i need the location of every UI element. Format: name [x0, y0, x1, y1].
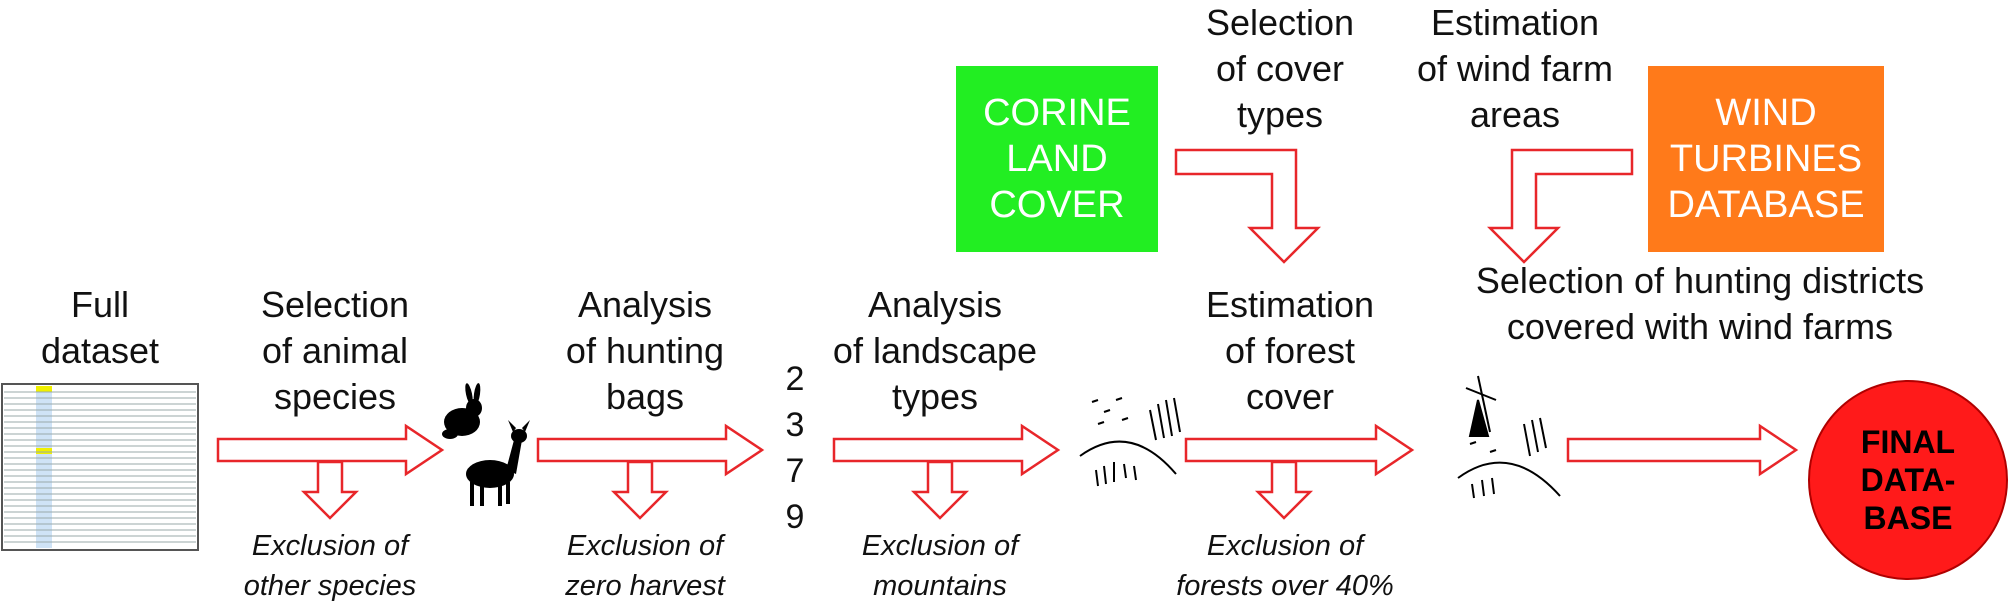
- final-database-circle: FINAL DATA- BASE: [1808, 380, 2008, 580]
- hare-icon: [442, 383, 482, 439]
- wind-turbine-icon: [1457, 375, 1561, 499]
- cover-types-arrow: [1174, 148, 1322, 264]
- full-dataset-label: Full dataset: [40, 284, 160, 371]
- landscape-number: 9: [785, 498, 805, 536]
- landscape-number: 3: [785, 406, 805, 444]
- exclusion-arrow: [610, 460, 670, 520]
- hunting-districts-label: Selection of hunting districts covered w…: [1475, 260, 1925, 347]
- exclusion-arrow: [1254, 460, 1314, 520]
- cover-types-label: Selection of cover types: [1205, 2, 1355, 135]
- wind-farm-areas-label: Estimation of wind farm areas: [1416, 2, 1614, 135]
- exclusion-species-label: Exclusion of other species: [243, 530, 417, 602]
- wind-turbines-database-box: WIND TURBINES DATABASE: [1648, 66, 1884, 252]
- forest-cover-label: Estimation of forest cover: [1205, 284, 1375, 417]
- landscape-type-numbers: 2 3 7 9: [780, 356, 810, 540]
- landscape-types-label: Analysis of landscape types: [832, 284, 1038, 417]
- main-arrow: [1566, 423, 1799, 477]
- exclusion-arrow: [910, 460, 970, 520]
- forest-hill-icon: [1079, 397, 1181, 487]
- main-arrow: [1184, 423, 1415, 477]
- species-selection-label: Selection of animal species: [260, 284, 410, 417]
- corine-land-cover-box: CORINE LAND COVER: [956, 66, 1158, 252]
- exclusion-mountains-label: Exclusion of mountains: [861, 530, 1019, 602]
- exclusion-arrow: [300, 460, 360, 520]
- hunting-bags-label: Analysis of hunting bags: [565, 284, 725, 417]
- deer-icon: [466, 420, 530, 506]
- main-arrow: [536, 423, 765, 477]
- exclusion-bags-label: Exclusion of zero harvest: [565, 530, 725, 602]
- main-arrow: [216, 423, 445, 477]
- exclusion-forests-label: Exclusion of forests over 40%: [1176, 530, 1394, 602]
- main-arrow: [832, 423, 1061, 477]
- spreadsheet-icon: [1, 383, 199, 551]
- wind-farm-arrow: [1486, 148, 1634, 264]
- landscape-number: 2: [785, 360, 805, 398]
- landscape-number: 7: [785, 452, 805, 490]
